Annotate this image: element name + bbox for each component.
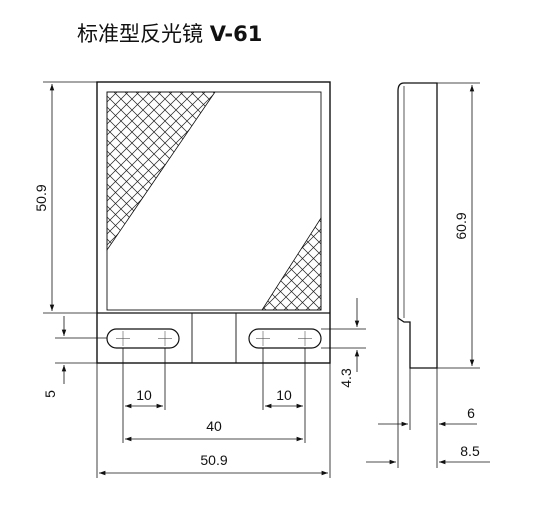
dim-side-height: 60.9 [453,212,469,239]
title-text: 标准型反光镜 [77,22,203,46]
mount-slot-right [248,328,322,349]
model-name: V-61 [209,22,263,46]
hatch-top-left [106,91,216,252]
side-dimensions [366,82,490,468]
hatch-bottom-right [261,216,322,311]
page-title: 标准型反光镜 V-61 [77,18,262,48]
dim-slot-length-right: 10 [276,387,292,403]
side-profile [397,82,438,369]
dim-front-width: 50.9 [200,452,227,468]
front-dimensions [43,81,366,478]
mount-slot-left [106,328,180,349]
dim-bottom-offset: 5 [42,390,58,398]
front-outline [96,81,331,364]
front-view [96,81,331,364]
dim-slot-length-left: 10 [136,387,152,403]
dim-slot-spacing: 40 [206,418,222,434]
dim-side-thickness: 6 [467,405,475,421]
dim-side-total-thickness: 8.5 [460,443,480,459]
dim-slot-width: 4.3 [338,368,354,388]
side-view [397,82,438,369]
slot-centerlines [116,331,312,346]
dim-front-height: 50.9 [33,184,49,211]
